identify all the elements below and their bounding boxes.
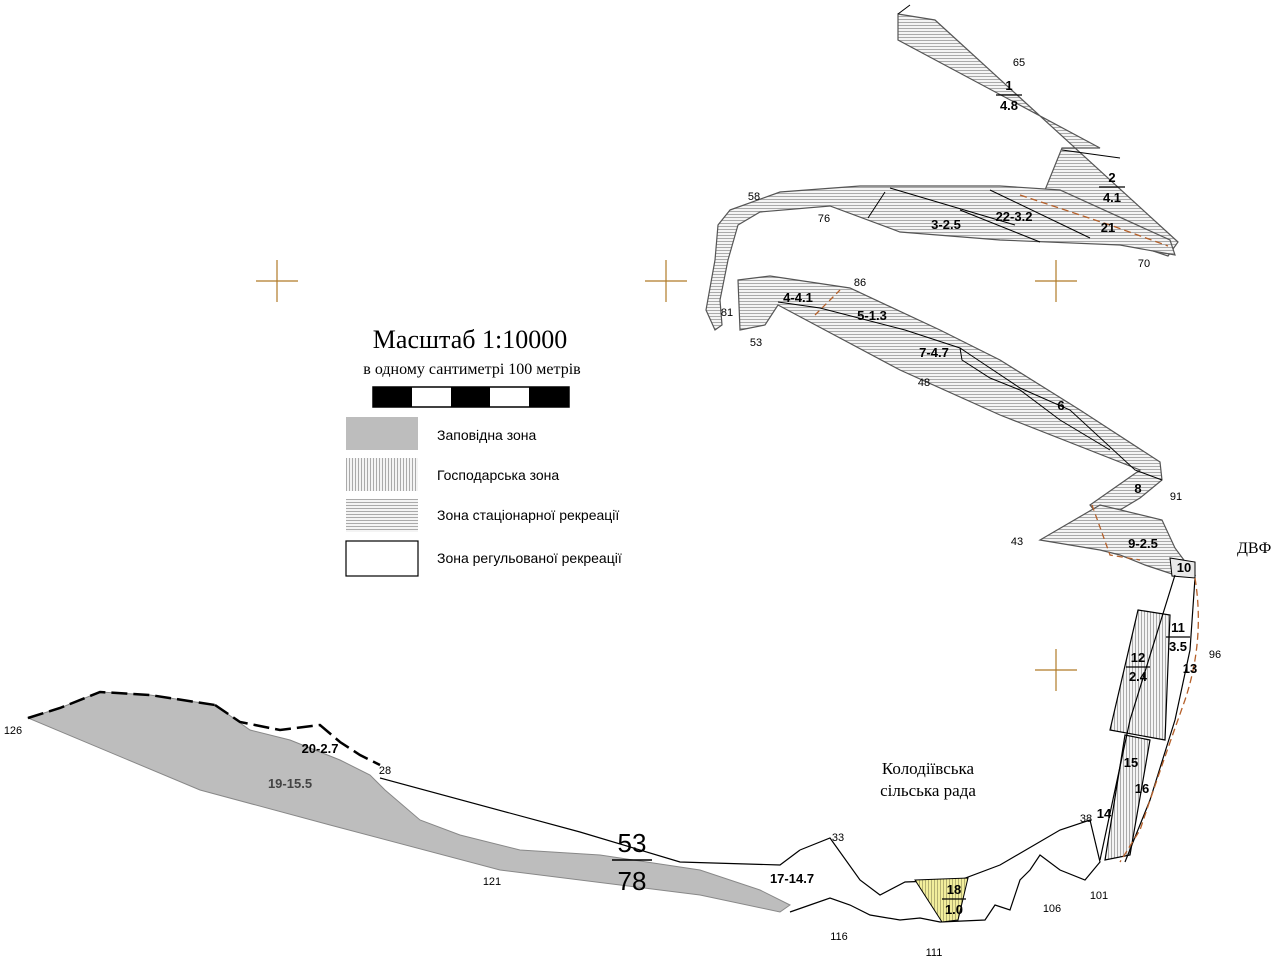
label-dvf: ДВФ bbox=[1237, 540, 1271, 557]
plot-2-num: 2 bbox=[1108, 170, 1115, 185]
point-91: 91 bbox=[1170, 491, 1182, 503]
plot-21: 21 bbox=[1101, 220, 1115, 235]
legend-label-regulated: Зона регульованої рекреації bbox=[437, 550, 622, 566]
plot-12-area: 2.4 bbox=[1129, 669, 1148, 684]
reserve-zone-19 bbox=[26, 691, 791, 913]
legend-swatch-stationary bbox=[346, 499, 418, 532]
label-council-1: Колодіївська bbox=[882, 759, 975, 778]
point-101: 101 bbox=[1090, 890, 1108, 902]
plot-6: 6 bbox=[1057, 398, 1064, 413]
plot-7: 7-4.7 bbox=[919, 345, 949, 360]
plot-8: 8 bbox=[1134, 481, 1141, 496]
legend: Масштаб 1:10000 в одному сантиметрі 100 … bbox=[345, 325, 622, 577]
plot-12-num: 12 bbox=[1131, 650, 1145, 665]
point-48: 48 bbox=[918, 377, 930, 389]
plot-17: 17-14.7 bbox=[770, 871, 814, 886]
plot-18 bbox=[914, 877, 969, 923]
strip-9-10 bbox=[1038, 504, 1197, 579]
plot-4: 4-4.1 bbox=[783, 290, 813, 305]
plot-5: 5-1.3 bbox=[857, 308, 887, 323]
legend-label-reserve: Заповідна зона bbox=[437, 427, 537, 443]
plot-20: 20-2.7 bbox=[302, 741, 339, 756]
scale-bar bbox=[372, 386, 570, 408]
vertical-strip bbox=[1099, 574, 1199, 863]
point-43: 43 bbox=[1011, 536, 1023, 548]
strip-3-22-21 bbox=[705, 185, 1176, 331]
point-65: 65 bbox=[1013, 57, 1025, 69]
point-numbers: 65 58 76 70 86 81 53 48 91 43 96 38 101 … bbox=[4, 57, 1221, 959]
point-58: 58 bbox=[748, 191, 760, 203]
scale-subtitle: в одному сантиметрі 100 метрів bbox=[363, 361, 581, 378]
point-28: 28 bbox=[379, 765, 391, 777]
legend-swatch-reserve bbox=[346, 417, 418, 450]
point-33: 33 bbox=[832, 832, 844, 844]
scale-title: Масштаб 1:10000 bbox=[373, 325, 567, 354]
legend-swatch-economic bbox=[346, 458, 418, 491]
point-38: 38 bbox=[1080, 813, 1092, 825]
quarter-area: 78 bbox=[618, 866, 647, 896]
plot-1-num: 1 bbox=[1005, 78, 1012, 93]
point-106: 106 bbox=[1043, 903, 1061, 915]
plot-9: 9-2.5 bbox=[1128, 536, 1158, 551]
point-81: 81 bbox=[721, 307, 733, 319]
plot-1-area: 4.8 bbox=[1000, 98, 1018, 113]
legend-label-economic: Господарська зона bbox=[437, 467, 559, 483]
plot-18-area: 1.0 bbox=[945, 902, 963, 917]
plot-10: 10 bbox=[1177, 560, 1191, 575]
label-council-2: сільська рада bbox=[880, 781, 976, 800]
legend-swatch-regulated bbox=[345, 540, 419, 577]
plot-11-area: 3.5 bbox=[1169, 639, 1187, 654]
point-111: 111 bbox=[926, 947, 943, 959]
plot-18-num: 18 bbox=[947, 882, 961, 897]
legend-label-stationary: Зона стаціонарної рекреації bbox=[437, 507, 619, 523]
plot-16: 16 bbox=[1135, 781, 1149, 796]
plot-3: 3-2.5 bbox=[931, 217, 961, 232]
plot-2-area: 4.1 bbox=[1103, 190, 1121, 205]
plot-14: 14 bbox=[1097, 806, 1112, 821]
point-70: 70 bbox=[1138, 258, 1150, 270]
plot-19: 19-15.5 bbox=[268, 776, 312, 791]
point-126: 126 bbox=[4, 725, 22, 737]
point-121: 121 bbox=[483, 876, 501, 888]
middle-strip bbox=[737, 275, 1163, 519]
point-96: 96 bbox=[1209, 649, 1221, 661]
plot-labels: 1 4.8 2 4.1 3-2.5 22-3.2 21 4-4.1 5-1.3 … bbox=[268, 78, 1197, 917]
plot-22: 22-3.2 bbox=[996, 209, 1033, 224]
grid-crosses bbox=[256, 260, 1077, 691]
point-76: 76 bbox=[818, 213, 830, 225]
point-53: 53 bbox=[750, 337, 762, 349]
point-116: 116 bbox=[830, 931, 848, 943]
boundaries bbox=[27, 690, 1101, 923]
plot-11-num: 11 bbox=[1171, 620, 1185, 635]
point-86: 86 bbox=[854, 277, 866, 289]
plot-13: 13 bbox=[1183, 661, 1197, 676]
plot-15: 15 bbox=[1124, 755, 1138, 770]
quarter-number: 53 bbox=[618, 828, 647, 858]
